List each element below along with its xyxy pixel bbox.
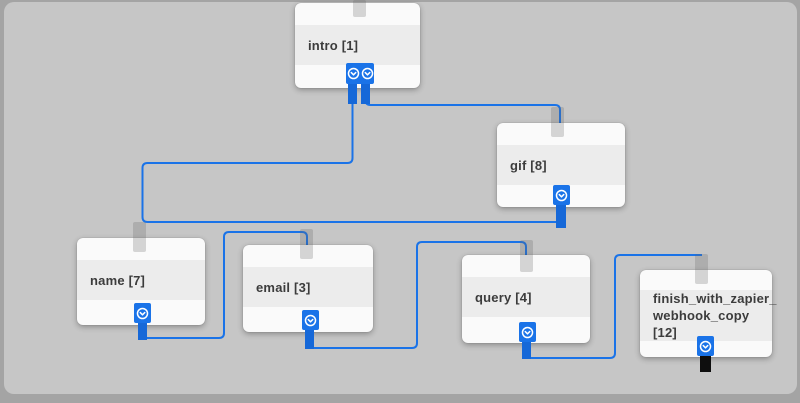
node-title-line: finish_with_zapier_: [653, 291, 777, 306]
wire-stub-email-output[interactable]: [305, 328, 314, 349]
node-top-clip-intro: [353, 0, 366, 17]
output-port-query[interactable]: [519, 322, 536, 342]
node-title: query [4]: [462, 277, 590, 317]
node-title-line: email [3]: [256, 279, 311, 295]
wire-stub-name-output[interactable]: [138, 321, 147, 340]
wire-stub-finish-output-unconnected[interactable]: [700, 354, 711, 372]
node-top-clip-query: [520, 240, 533, 272]
wire-stub-gif-output[interactable]: [556, 203, 566, 228]
wire-intro-to-gif-bottom[interactable]: [141, 93, 562, 223]
chevron-down-circle-icon[interactable]: [304, 314, 317, 327]
wire-stub-intro-output-1[interactable]: [348, 84, 357, 104]
output-port-gif[interactable]: [553, 185, 570, 205]
node-top-clip-name: [133, 222, 146, 252]
output-port-finish[interactable]: [697, 336, 714, 356]
node-title: name [7]: [77, 260, 205, 300]
wire-intro-to-gif-top[interactable]: [364, 93, 561, 126]
node-title: email [3]: [243, 267, 373, 307]
node-title-line: query [4]: [475, 289, 532, 305]
chevron-down-circle-icon[interactable]: [699, 340, 712, 353]
chevron-down-circle-icon[interactable]: [136, 307, 149, 320]
wire-stub-intro-output-2[interactable]: [361, 84, 370, 104]
node-title: finish_with_zapier_ webhook_copy [12]: [640, 290, 777, 341]
node-top-clip-gif: [551, 107, 564, 137]
node-title-line: intro [1]: [308, 37, 359, 53]
node-title: intro [1]: [295, 25, 420, 65]
node-title-line: name [7]: [90, 272, 146, 288]
node-top-clip-finish: [695, 254, 708, 284]
node-query[interactable]: query [4]: [462, 255, 590, 343]
chevron-down-circle-icon[interactable]: [361, 67, 374, 80]
chevron-down-circle-icon[interactable]: [521, 326, 534, 339]
node-title-line: gif [8]: [510, 157, 547, 173]
output-port-name[interactable]: [134, 303, 151, 323]
node-title: gif [8]: [497, 145, 625, 185]
chevron-down-circle-icon[interactable]: [555, 189, 568, 202]
chevron-down-circle-icon[interactable]: [347, 67, 360, 80]
wire-stub-query-output[interactable]: [522, 340, 531, 359]
output-port-email[interactable]: [302, 310, 319, 330]
node-top-clip-email: [300, 229, 313, 259]
node-title-line: webhook_copy [12]: [653, 308, 750, 340]
output-ports-intro[interactable]: [346, 63, 374, 84]
